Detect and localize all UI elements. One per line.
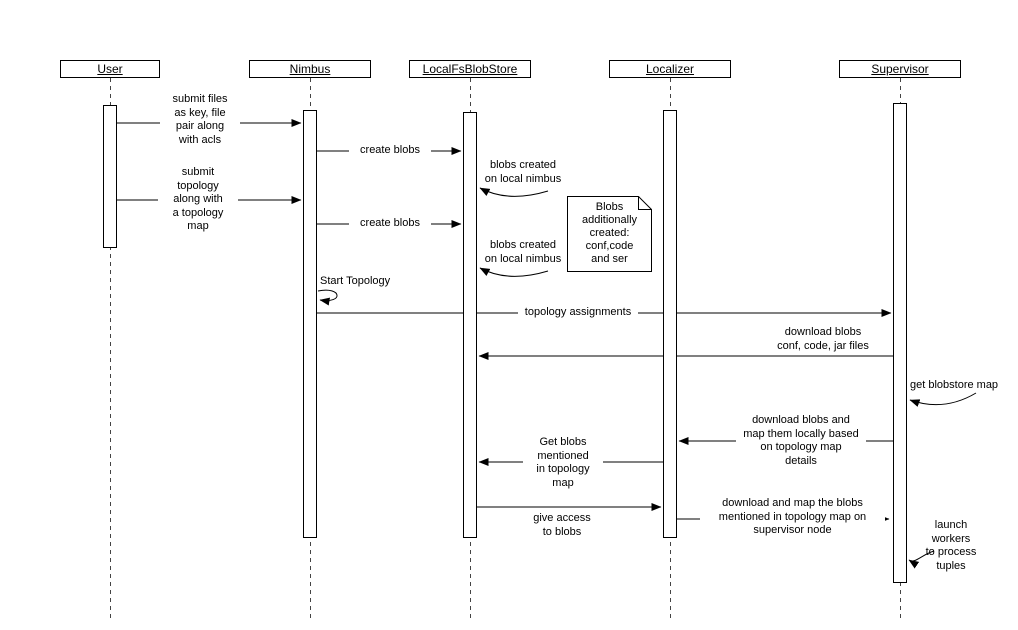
arrow-launch-workers-self [908, 550, 935, 569]
lifeline-label-supervisor: Supervisor [871, 62, 929, 76]
lifeline-head-localfsblobstore: LocalFsBlobStore [409, 60, 531, 78]
activation-nimbus [303, 110, 317, 538]
arrow-blobs-created-1 [479, 187, 549, 197]
lifeline-label-nimbus: Nimbus [289, 62, 331, 76]
activation-user [103, 105, 117, 248]
label-create-blobs-2: create blobs [349, 217, 431, 231]
label-give-access: give access to blobs [522, 512, 602, 539]
label-blobs-created-2: blobs created on local nimbus [481, 239, 565, 266]
activation-localizer [663, 110, 677, 538]
label-get-blobstore-map: get blobstore map [910, 379, 999, 391]
label-submit-topology: submit topology along with a topology ma… [158, 166, 238, 234]
note-blobs-additionally-created: Blobs additionally created: conf,code an… [567, 196, 652, 272]
lifeline-head-supervisor: Supervisor [839, 60, 961, 78]
label-start-topology: Start Topology [320, 275, 391, 287]
label-blobs-created-1: blobs created on local nimbus [481, 159, 565, 186]
lifeline-label-localizer: Localizer [645, 62, 695, 76]
label-submit-files: submit files as key, file pair along wit… [160, 93, 240, 147]
arrow-get-blobstore-map-self [909, 392, 977, 407]
label-get-blobs-mentioned: Get blobs mentioned in topology map [523, 436, 603, 490]
lifeline-user [110, 78, 111, 618]
activation-localfsblobstore [463, 112, 477, 538]
label-download-map-supervisor: download and map the blobs mentioned in … [700, 497, 885, 538]
lifeline-head-nimbus: Nimbus [249, 60, 371, 78]
label-download-blobs: download blobs conf, code, jar files [762, 326, 884, 353]
label-create-blobs-1: create blobs [349, 144, 431, 158]
lifeline-head-user: User [60, 60, 160, 78]
lifeline-head-localizer: Localizer [609, 60, 731, 78]
label-topology-assignments: topology assignments [518, 306, 638, 320]
label-download-map-locally: download blobs and map them locally base… [736, 414, 866, 468]
activation-supervisor [893, 103, 907, 583]
arrow-start-topology-self [317, 289, 338, 306]
arrow-blobs-created-2 [479, 267, 549, 277]
label-launch-workers: launch workers to process tuples [925, 519, 977, 572]
note-text: Blobs additionally created: conf,code an… [581, 201, 638, 265]
note-shape [567, 196, 652, 272]
lifeline-label-user: User [97, 62, 123, 76]
lifeline-label-localfsblobstore: LocalFsBlobStore [422, 62, 518, 76]
